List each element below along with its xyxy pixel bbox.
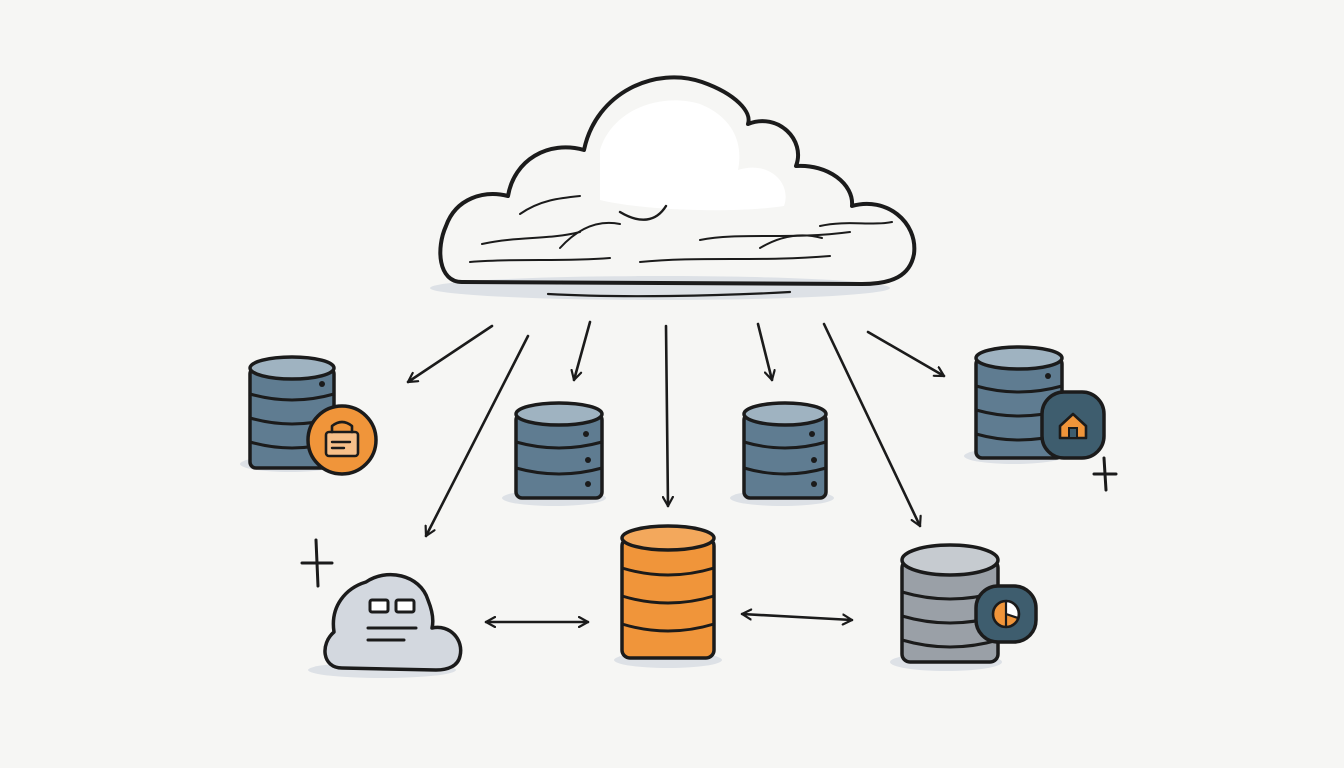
db-right-top bbox=[964, 345, 1106, 464]
edge-cloud-to-db-left-top bbox=[406, 324, 494, 384]
edge-cloud-to-db-right-top bbox=[866, 330, 946, 378]
db-top bbox=[514, 401, 604, 427]
db-top bbox=[974, 345, 1064, 371]
cloud-base-line bbox=[546, 290, 792, 298]
home-icon bbox=[1058, 412, 1088, 440]
db-top bbox=[248, 355, 336, 381]
db-left-top bbox=[240, 355, 378, 476]
cloud-inner-curve bbox=[618, 204, 668, 221]
connections bbox=[406, 320, 946, 622]
edge-db-center-db-right-bottom bbox=[740, 614, 854, 620]
sparkle-decoration bbox=[1092, 456, 1118, 492]
pie-chart-icon bbox=[991, 599, 1021, 629]
db-top bbox=[620, 524, 716, 552]
db-led bbox=[319, 381, 325, 387]
edge-cloud-to-db-mid-left bbox=[574, 320, 592, 382]
lock-badge bbox=[306, 404, 378, 476]
db-led bbox=[811, 457, 817, 463]
db-body bbox=[620, 536, 716, 660]
cloud-body bbox=[438, 75, 917, 286]
db-led bbox=[583, 431, 589, 437]
cloud-main bbox=[430, 75, 917, 300]
cloud-highlight bbox=[600, 100, 786, 211]
edge-cloud-to-db-center bbox=[666, 324, 668, 508]
edge-cloud-to-cloud-small bbox=[426, 334, 530, 538]
db-led bbox=[809, 431, 815, 437]
cloud-small bbox=[308, 573, 463, 678]
edge-cloud-to-db-right-bottom bbox=[822, 322, 920, 528]
db-led bbox=[811, 481, 817, 487]
edge-cloud-to-db-mid-right bbox=[756, 322, 772, 382]
db-mid-right bbox=[730, 401, 834, 506]
cloud-small-body bbox=[323, 573, 463, 672]
chart-badge bbox=[974, 584, 1038, 644]
db-top bbox=[742, 401, 828, 427]
db-led bbox=[585, 457, 591, 463]
db-center bbox=[614, 524, 722, 668]
sparkle-decoration bbox=[300, 538, 334, 588]
db-mid-left bbox=[502, 401, 606, 506]
home-badge bbox=[1040, 390, 1106, 460]
cloud-shading-strokes bbox=[469, 195, 893, 263]
lock-icon bbox=[324, 420, 360, 458]
db-top bbox=[900, 543, 1000, 577]
db-led bbox=[1045, 373, 1051, 379]
db-right-bottom bbox=[890, 543, 1038, 671]
document-icon bbox=[366, 598, 418, 642]
db-led bbox=[585, 481, 591, 487]
